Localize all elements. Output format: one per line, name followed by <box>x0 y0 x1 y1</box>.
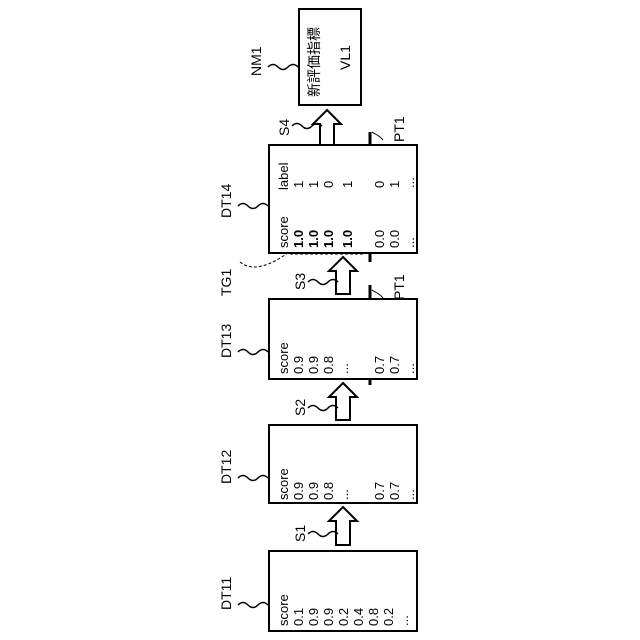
dt11-value-4: 0.2 <box>337 608 350 626</box>
tg1-ref: TG1 <box>220 269 233 296</box>
step-s3-label: S3 <box>294 273 307 290</box>
pt1-leader-lower <box>372 290 383 298</box>
result-metric-label: 新評価指標 <box>307 27 322 97</box>
dt14-upper-score-3: 1.0 <box>322 230 335 248</box>
s2-leader <box>308 406 338 411</box>
dt12-upper-1: 0.9 <box>292 482 305 500</box>
nm1-leader <box>268 65 298 70</box>
dt11-value-2: 0.9 <box>307 608 320 626</box>
dt14-lower-score-2: 0.0 <box>388 230 401 248</box>
step-s1-label: S1 <box>294 525 307 542</box>
dt14-leader <box>238 204 268 209</box>
dt12-header: score <box>277 468 290 500</box>
dt12-lower-3: ... <box>403 489 416 500</box>
s4-leader <box>292 124 322 129</box>
pt1-ref-upper: PT1 <box>393 116 406 142</box>
dt11-value-1: 0.1 <box>292 608 305 626</box>
nm1-ref: NM1 <box>250 46 263 76</box>
dt11-value-6: 0.8 <box>367 608 380 626</box>
dt12-upper-4: ... <box>337 489 350 500</box>
dt13-lower-1: 0.7 <box>373 356 386 374</box>
dt12-upper-3: 0.8 <box>322 482 335 500</box>
step-s2-label: S2 <box>294 399 307 416</box>
step-s4-label: S4 <box>278 119 291 136</box>
s1-leader <box>308 532 338 537</box>
tg1-leader <box>240 252 289 267</box>
dt14-lower-score-3: ... <box>403 237 416 248</box>
pt1-leader-upper <box>372 132 383 140</box>
dt14-upper-score-4: 1.0 <box>341 230 354 248</box>
dt13-lower-2: 0.7 <box>388 356 401 374</box>
dt11-value-8: ... <box>397 615 410 626</box>
dt14-upper-label-1: 1 <box>292 181 305 188</box>
dt13-upper-2: 0.9 <box>307 356 320 374</box>
result-value-label: VL1 <box>338 45 353 70</box>
dt14-ref: DT14 <box>220 184 233 218</box>
dt11-value-5: 0.4 <box>352 608 365 626</box>
dt13-upper-1: 0.9 <box>292 356 305 374</box>
dt11-value-3: 0.9 <box>322 608 335 626</box>
dt14-upper-score-1: 1.0 <box>292 230 305 248</box>
dt14-score-header: score <box>277 216 290 248</box>
dt14-upper-score-2: 1.0 <box>307 230 320 248</box>
dt14-lower-label-2: 1 <box>388 181 401 188</box>
dt12-lower-1: 0.7 <box>373 482 386 500</box>
dt14-lower-label-3: ... <box>403 177 416 188</box>
dt13-upper-4: ... <box>337 363 350 374</box>
arrow-s1 <box>329 507 357 545</box>
dt14-lower-score-1: 0.0 <box>373 230 386 248</box>
dt13-leader <box>238 350 268 355</box>
dt13-lower-3: ... <box>403 363 416 374</box>
dt12-upper-2: 0.9 <box>307 482 320 500</box>
dt14-upper-label-4: 1 <box>341 181 354 188</box>
dt14-label-header: label <box>277 163 290 190</box>
dt13-ref: DT13 <box>220 324 233 358</box>
dt14-upper-label-2: 1 <box>307 181 320 188</box>
pt1-ref-lower: PT1 <box>393 274 406 300</box>
dt11-leader <box>238 603 268 608</box>
dt11-ref: DT11 <box>220 577 233 610</box>
dt12-ref: DT12 <box>220 450 233 484</box>
dt14-upper-label-3: 0 <box>322 181 335 188</box>
dt12-lower-2: 0.7 <box>388 482 401 500</box>
s3-leader <box>308 280 338 285</box>
arrow-s2 <box>329 383 357 420</box>
dt13-upper-3: 0.8 <box>322 356 335 374</box>
dt13-header: score <box>277 342 290 374</box>
arrow-s3 <box>329 257 357 294</box>
dt12-leader <box>238 476 268 481</box>
dt14-lower-label-1: 0 <box>373 181 386 188</box>
dt11-value-7: 0.2 <box>382 608 395 626</box>
dt11-header: score <box>277 594 290 626</box>
